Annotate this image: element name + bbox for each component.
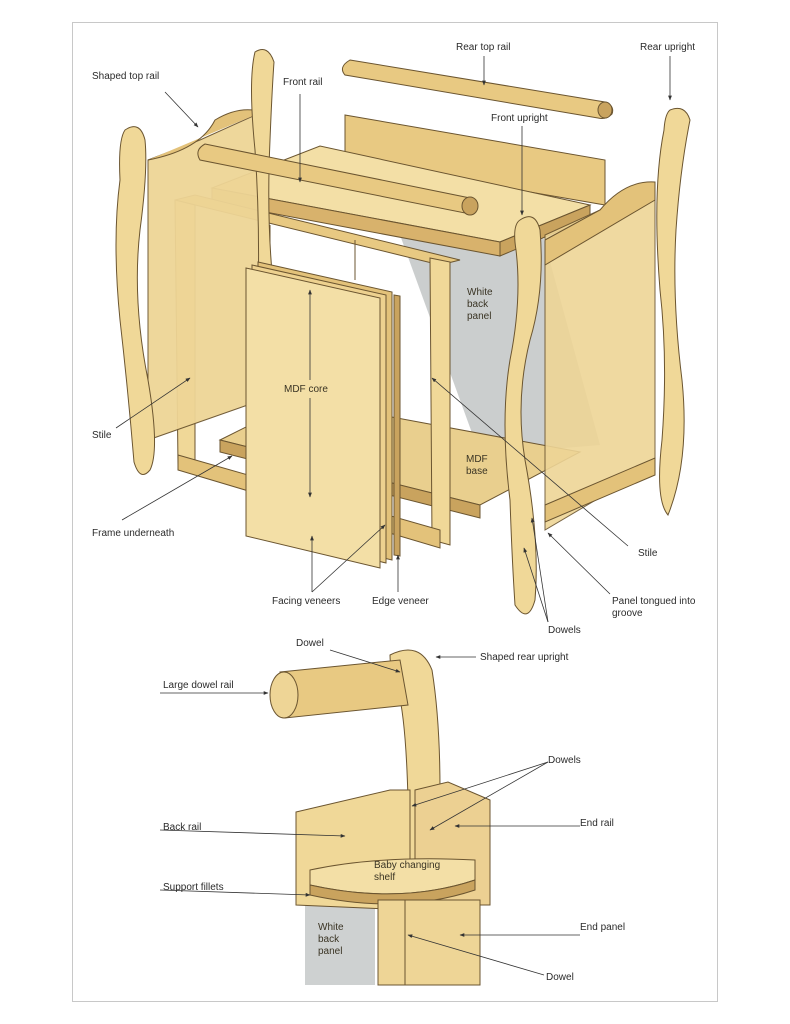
right-rear-upright [656, 107, 691, 516]
label-edge-veneer: Edge veneer [372, 596, 429, 607]
label-rear-upright: Rear upright [640, 42, 696, 53]
label-dowel-bottom: Dowel [546, 972, 574, 983]
detail-end-panel [377, 899, 481, 986]
label-facing-veneers: Facing veneers [272, 596, 341, 607]
edge-veneer-strip [393, 294, 401, 557]
illustration-border [72, 22, 718, 1002]
label-white-back-panel: White back panel [467, 287, 493, 322]
detail-large-dowel [269, 659, 409, 719]
label-end-rail: End rail [580, 818, 614, 829]
label-front-upright: Front upright [491, 113, 548, 124]
label-shaped-top-rail: Shaped top rail [92, 71, 160, 82]
right-end-panel [544, 181, 656, 531]
label-baby-changing-shelf: Baby changing shelf [374, 860, 441, 883]
rear-top-rail-shape [341, 59, 614, 119]
label-back-rail: Back rail [163, 822, 202, 833]
label-frame-underneath: Frame underneath [92, 528, 175, 539]
leader-lines [115, 56, 672, 976]
mdf-core-panel [245, 261, 393, 569]
label-shaped-rear-upright: Shaped rear upright [480, 652, 569, 663]
label-panel-tongued: Panel tongued into groove [612, 596, 696, 619]
label-front-rail: Front rail [283, 77, 323, 88]
detail-shelf [309, 858, 476, 905]
label-rear-top-rail: Rear top rail [456, 42, 511, 53]
label-end-panel: End panel [580, 922, 626, 933]
label-stile-left: Stile [92, 430, 112, 441]
left-front-stile [115, 126, 155, 475]
label-stile-right: Stile [638, 548, 658, 559]
detail-grey-panel [305, 900, 375, 985]
front-rail-shape [197, 143, 479, 216]
label-mdf-core: MDF core [284, 384, 328, 395]
right-front-upright [504, 216, 542, 615]
label-white-back-panel-detail: White back panel [318, 922, 344, 957]
label-large-dowel-rail: Large dowel rail [163, 680, 234, 691]
label-dowels-top: Dowels [548, 625, 581, 636]
label-dowel-detail: Dowel [296, 638, 324, 649]
label-mdf-base: MDF base [466, 454, 488, 477]
label-dowels-detail: Dowels [548, 755, 581, 766]
label-support-fillets: Support fillets [163, 882, 224, 893]
